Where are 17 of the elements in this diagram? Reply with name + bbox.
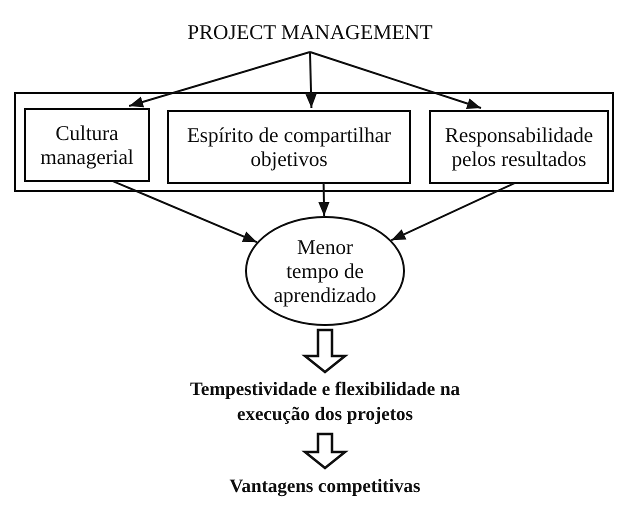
arrow — [128, 51, 310, 108]
arrow — [305, 52, 317, 108]
concept-box — [167, 110, 411, 184]
concept-box — [429, 110, 609, 184]
concept-box — [24, 108, 150, 182]
node-label: Vantagens competitivas — [230, 474, 420, 499]
node-label: Responsabilidade pelos resultados — [444, 122, 594, 172]
node-label: Tempestividade e flexibilidade na execução dos projetos — [188, 378, 462, 427]
node-label: Cultura managerial — [39, 120, 135, 170]
arrow — [318, 182, 330, 216]
block-arrow — [301, 328, 349, 374]
arrow — [310, 51, 482, 109]
block-arrow — [301, 432, 349, 470]
node-label: Espírito de compartilhar objetivos — [186, 122, 392, 172]
box-shape — [14, 92, 614, 192]
node-label: Menor tempo de aprendizado — [272, 234, 378, 308]
node-label: PROJECT MANAGEMENT — [187, 20, 433, 44]
